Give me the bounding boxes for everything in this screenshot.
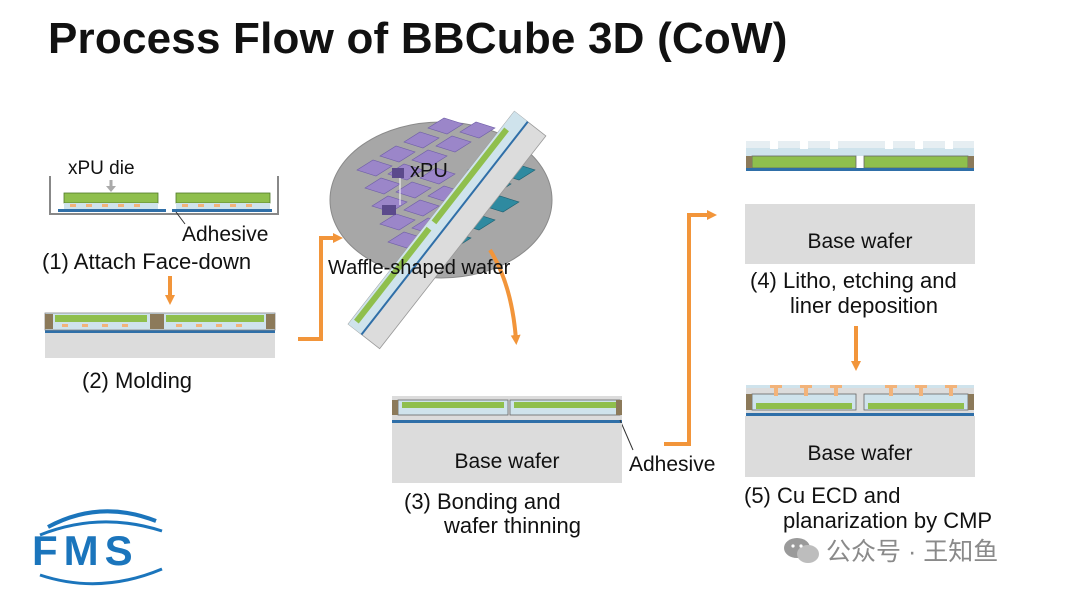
step3-label-line2: wafer thinning: [444, 513, 581, 538]
logo-text: FMS: [32, 527, 139, 574]
step2-label: (2) Molding: [82, 368, 193, 393]
xpu-die-pointer: [106, 180, 116, 192]
step5-label-line1: (5) Cu ECD and: [744, 483, 901, 508]
step1-die-left: [63, 192, 159, 209]
adhesive-pointer-1: [175, 211, 186, 225]
base-wafer-step4: Base wafer: [745, 204, 975, 264]
step1-label: (1) Attach Face-down: [42, 249, 252, 274]
step5-label-line2: planarization by CMP: [783, 508, 993, 533]
xpu-label: xPU: [410, 160, 448, 182]
diagonal-stack-strip: [347, 110, 547, 350]
adhesive-label-3: Adhesive: [629, 453, 716, 476]
step2-molded-wafer: [44, 312, 276, 358]
step1-die-right: [175, 192, 271, 209]
arrow-step2-to-waffle: [298, 233, 343, 341]
base-wafer-label: Base wafer: [807, 230, 913, 253]
xpu-die-label: xPU die: [68, 158, 135, 179]
step1-carrier: [49, 176, 279, 215]
arrow-step3-to-step4: [664, 210, 717, 446]
step4-stack: [746, 141, 974, 171]
base-wafer-label: Base wafer: [454, 450, 560, 473]
step4-label-line1: (4) Litho, etching and: [750, 268, 957, 293]
watermark-text: 公众号 · 王知鱼: [826, 538, 999, 566]
fms-logo-graphic: FMS: [32, 509, 163, 586]
base-wafer-step5: Base wafer: [745, 416, 975, 477]
arrow-waffle-to-step3: [488, 248, 521, 345]
page-title: Process Flow of BBCube 3D (CoW): [48, 14, 788, 63]
step3-label-line1: (3) Bonding and: [404, 489, 561, 514]
waffle-wafer-label: Waffle-shaped wafer: [328, 257, 511, 279]
step5-stack: [746, 385, 974, 416]
base-wafer-label: Base wafer: [807, 442, 913, 465]
step3-bonded-stack: [392, 396, 622, 423]
adhesive-label-1: Adhesive: [182, 223, 269, 246]
base-wafer-step3: Base wafer: [392, 423, 622, 483]
step4-label-line2: liner deposition: [790, 293, 938, 318]
adhesive-pointer-3: [619, 419, 634, 451]
